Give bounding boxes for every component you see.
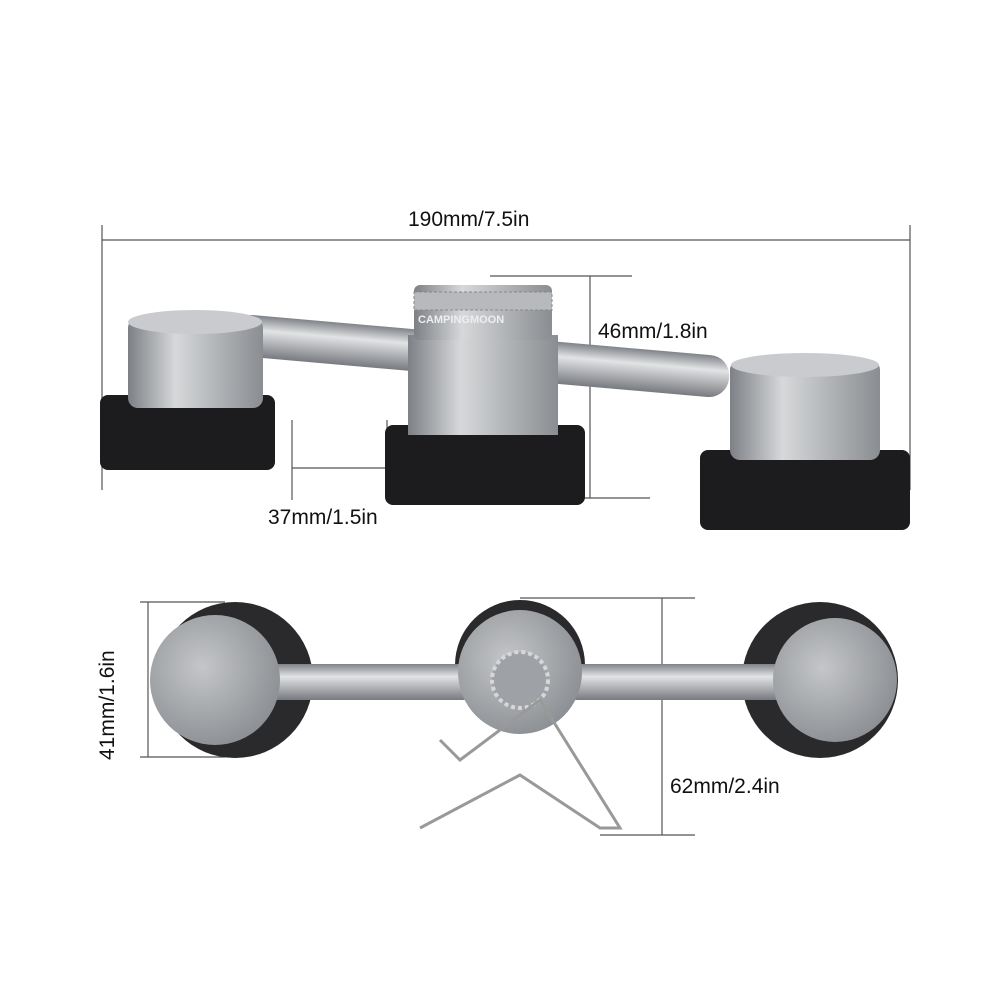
dimension-lines-bottom	[140, 597, 695, 836]
depth-label: 41mm/1.6in	[96, 650, 119, 760]
top-view-product	[150, 600, 898, 830]
stand-height-label: 62mm/2.4in	[670, 775, 780, 798]
side-view-product: CAMPINGMOON	[100, 285, 910, 530]
gap-width-label: 37mm/1.5in	[268, 506, 378, 529]
center-height-label: 46mm/1.8in	[598, 320, 708, 343]
brand-logo: CAMPINGMOON	[418, 314, 504, 326]
overall-length-label: 190mm/7.5in	[408, 208, 530, 231]
